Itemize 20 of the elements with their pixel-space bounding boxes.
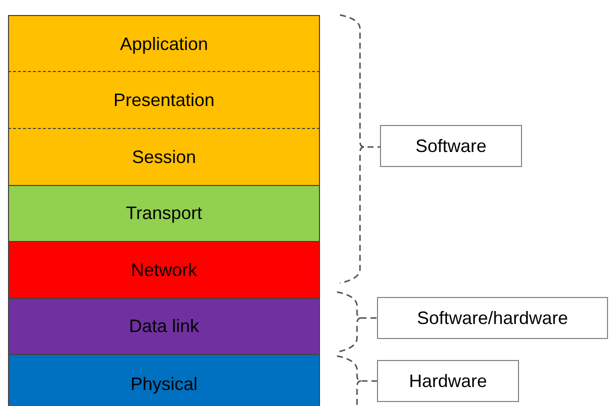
layer-band: [8, 298, 320, 354]
layer-band: [8, 128, 320, 185]
label-box: [377, 360, 519, 402]
label-box: [377, 297, 608, 339]
layer-name: Transport: [126, 203, 202, 224]
label-box: [380, 125, 522, 167]
category-label: Hardware: [408, 370, 488, 392]
layer-band: [8, 241, 320, 298]
layer-band: [8, 71, 320, 128]
layer-name: Data link: [128, 316, 200, 337]
layer-name: Physical: [130, 374, 198, 395]
category-label: Software/hardware: [416, 308, 568, 328]
layer-name: Application: [120, 34, 208, 54]
category-label: Software: [415, 136, 487, 156]
layer-name: Network: [130, 260, 197, 280]
layer-name: Session: [132, 146, 196, 168]
layer-name: Presentation: [113, 90, 215, 110]
layer-band: [8, 185, 320, 241]
layer-band: [8, 354, 320, 406]
layer-band: [8, 15, 320, 72]
